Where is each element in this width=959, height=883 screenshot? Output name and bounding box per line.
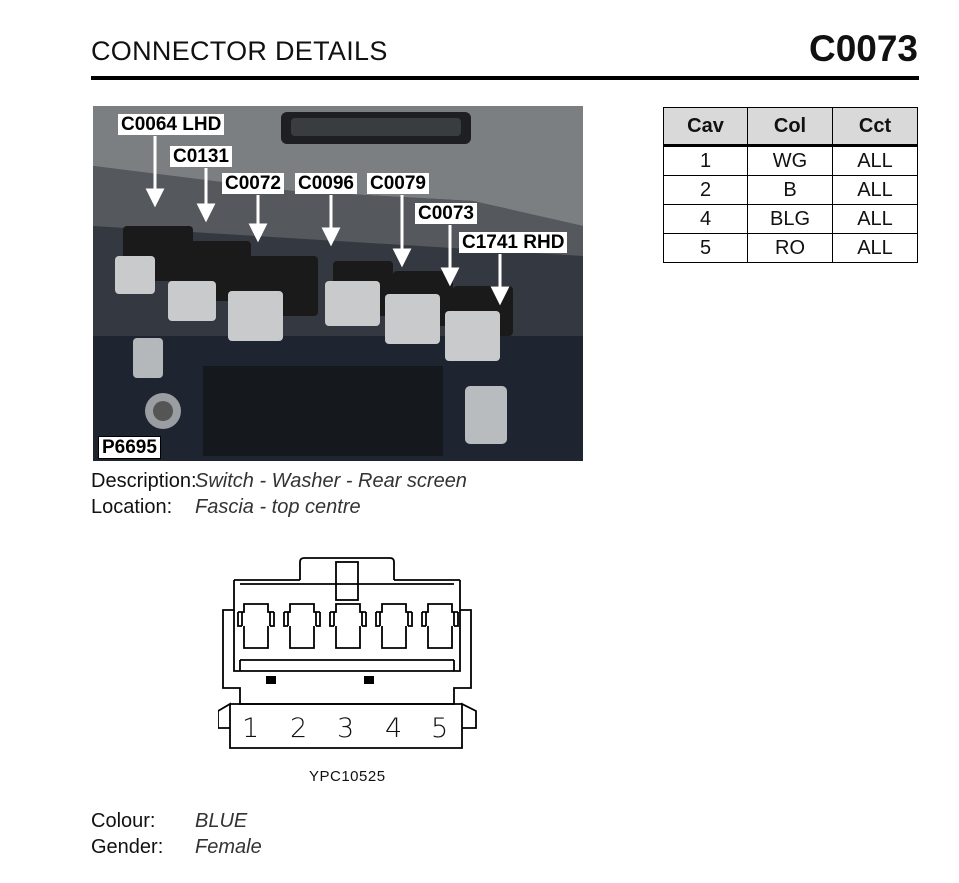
cell-cct: ALL xyxy=(832,145,918,176)
cell-col: BLG xyxy=(747,204,833,234)
connector-code: C0073 xyxy=(808,28,918,69)
cell-cav: 4 xyxy=(663,204,748,234)
diagram-ref: YPC10525 xyxy=(309,768,386,785)
connector-location-photo: C0064 LHD C0131 C0072 C0096 C0079 C0073 … xyxy=(93,106,583,461)
cell-cct: ALL xyxy=(832,175,918,205)
description-value: Switch - Washer - Rear screen xyxy=(195,470,467,492)
table-row: 4 BLG ALL xyxy=(663,204,918,234)
callout-arrows xyxy=(145,136,510,306)
cell-cct: ALL xyxy=(832,233,918,263)
cell-cav: 5 xyxy=(663,233,748,263)
header-cct: Cct xyxy=(832,107,918,146)
cell-col: RO xyxy=(747,233,833,263)
photo-ref-label: P6695 xyxy=(98,436,161,459)
pin-table: Cav Col Cct 1 WG ALL 2 B ALL 4 BLG ALL 5… xyxy=(663,107,918,263)
colour-label: Colour: xyxy=(91,810,156,832)
cell-col: WG xyxy=(747,145,833,176)
cell-col: B xyxy=(747,175,833,205)
connector-face-diagram: 1 2 3 4 5 xyxy=(217,556,478,761)
connector-outline xyxy=(217,557,477,749)
callout-c0072: C0072 xyxy=(222,173,284,194)
pin-number-3: 3 xyxy=(337,713,355,744)
callout-c1741: C1741 RHD xyxy=(459,232,568,253)
description-label: Description: xyxy=(91,470,197,492)
cell-cct: ALL xyxy=(832,204,918,234)
gender-label: Gender: xyxy=(91,836,164,858)
callout-c0096: C0096 xyxy=(295,173,357,194)
callout-c0131: C0131 xyxy=(170,146,232,167)
table-row: 2 B ALL xyxy=(663,175,918,205)
colour-value: BLUE xyxy=(195,810,248,832)
page-title: CONNECTOR DETAILS xyxy=(91,36,388,66)
callout-c0079: C0079 xyxy=(367,173,429,194)
pin-number-5: 5 xyxy=(431,713,449,744)
pin-number-1: 1 xyxy=(242,713,260,744)
gender-value: Female xyxy=(195,836,262,858)
table-row: 1 WG ALL xyxy=(663,145,918,176)
pin-number-2: 2 xyxy=(290,713,308,744)
header-rule xyxy=(91,76,919,80)
callout-c0073: C0073 xyxy=(415,203,477,224)
header-col: Col xyxy=(747,107,833,146)
cell-cav: 1 xyxy=(663,145,748,176)
location-label: Location: xyxy=(91,496,173,518)
header-cav: Cav xyxy=(663,107,748,146)
table-row: 5 RO ALL xyxy=(663,233,918,263)
pin-number-4: 4 xyxy=(385,713,403,744)
pin-table-header: Cav Col Cct xyxy=(663,107,918,146)
callout-c0064: C0064 LHD xyxy=(118,114,225,135)
cell-cav: 2 xyxy=(663,175,748,205)
location-value: Fascia - top centre xyxy=(195,496,361,518)
